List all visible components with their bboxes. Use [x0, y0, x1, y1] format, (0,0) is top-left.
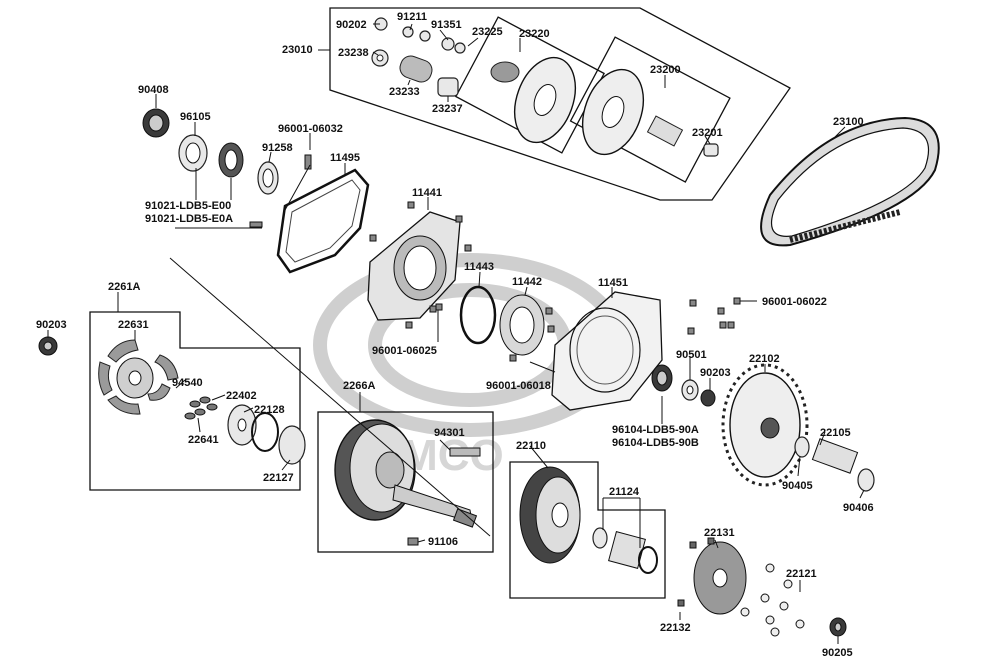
label-23100: 23100 [833, 116, 864, 128]
part-22128-plate [227, 404, 257, 446]
label-94540: 94540 [172, 377, 203, 389]
label-90405: 90405 [782, 480, 813, 492]
label-22641: 22641 [188, 434, 219, 446]
label-2266a: 2266A [343, 380, 376, 392]
label-22110: 22110 [516, 440, 546, 452]
group-box-2261a [89, 311, 301, 491]
group-box-2266a [317, 411, 494, 553]
label-22132: 22132 [660, 622, 691, 634]
part-94301-pin [449, 447, 481, 457]
clutch-group-box [329, 7, 791, 201]
label-91021-ldb5-e0a: 91021-LDB5-E0A [145, 213, 234, 225]
part-11442-cover [499, 294, 545, 356]
label-22631: 22631 [118, 319, 149, 331]
label-23200: 23200 [650, 64, 681, 76]
part-22631-clutch-shoes [98, 339, 179, 415]
part-23237 [437, 77, 459, 97]
part-22110-sheave [519, 466, 581, 564]
leader-lines [47, 23, 865, 644]
part-90205-bearing [829, 617, 847, 637]
part-22105-collar [794, 436, 875, 492]
label-96105: 96105 [180, 111, 211, 123]
label-11451: 11451 [598, 277, 628, 289]
part-90501-washer [681, 379, 699, 401]
label-90202: 90202 [336, 19, 367, 31]
label-22102: 22102 [749, 353, 780, 365]
label-90203-a: 90203 [36, 319, 67, 331]
part-22127-ring [251, 412, 279, 452]
label-11442: 11442 [512, 276, 542, 288]
part-90203-bearing-a [38, 336, 58, 356]
part-22402-weights [184, 396, 218, 420]
label-96001-06025: 96001-06025 [372, 345, 437, 357]
label-91258: 91258 [262, 142, 293, 154]
part-23233-spring [399, 55, 433, 83]
bolts-set-2 [435, 303, 555, 362]
part-22102-fan-pulley [721, 363, 809, 487]
label-22402: 22402 [226, 390, 257, 402]
group-box-22110 [509, 461, 666, 599]
part-22121-rollers [740, 563, 805, 637]
part-96104-bearing [651, 364, 673, 392]
label-90408: 90408 [138, 84, 169, 96]
label-11441: 11441 [412, 187, 442, 199]
part-roller-bearing [218, 142, 244, 178]
bolts-set-1 [369, 201, 472, 329]
bolts-set-3 [687, 297, 741, 335]
label-23237: 23237 [432, 103, 463, 115]
part-90408-bearing [142, 108, 170, 138]
label-90501: 90501 [676, 349, 707, 361]
label-23233: 23233 [389, 86, 420, 98]
part-2266a-clutch-drum [334, 419, 478, 528]
part-23200-driven-plate [581, 68, 719, 157]
part-96105-seal [178, 134, 208, 172]
label-91211: 91211 [397, 11, 427, 23]
label-22121: 22121 [786, 568, 817, 580]
label-90205: 90205 [822, 647, 853, 659]
label-23220: 23220 [519, 28, 550, 40]
part-11495-gasket [276, 168, 370, 274]
drive-belt [760, 116, 940, 247]
label-23201: 23201 [692, 127, 723, 139]
label-22128: 22128 [254, 404, 285, 416]
label-91021-ldb5-e00: 91021-LDB5-E00 [145, 200, 232, 212]
part-90203-bearing-b [700, 389, 716, 407]
part-91258-seal [257, 161, 279, 195]
label-11443: 11443 [464, 261, 494, 273]
label-96001-06032: 96001-06032 [278, 123, 343, 135]
label-90406: 90406 [843, 502, 874, 514]
label-96001-06022: 96001-06022 [762, 296, 827, 308]
part-22132-sliders [677, 537, 715, 607]
part-22131-ramp-plate [693, 541, 747, 615]
label-91351: 91351 [431, 19, 462, 31]
part-11443-gasket [459, 285, 497, 345]
label-90203-b: 90203 [700, 367, 731, 379]
label-96104-ldb5-90a: 96104-LDB5-90A [612, 424, 699, 436]
label-96001-06018: 96001-06018 [486, 380, 551, 392]
label-11495: 11495 [330, 152, 360, 164]
label-23225: 23225 [472, 26, 503, 38]
label-21124: 21124 [609, 486, 639, 498]
label-94301: 94301 [434, 427, 465, 439]
label-91106: 91106 [428, 536, 458, 548]
label-96104-ldb5-90b: 96104-LDB5-90B [612, 437, 699, 449]
part-21124-collar [592, 527, 658, 574]
label-23010: 23010 [282, 44, 313, 56]
label-22127: 22127 [263, 472, 294, 484]
label-22105: 22105 [820, 427, 851, 439]
part-23220-drive-plate [490, 56, 577, 144]
part-11441-cover [367, 211, 461, 321]
part-22127-plate [278, 425, 306, 465]
label-2261a: 2261A [108, 281, 141, 293]
part-11451-case [551, 291, 663, 411]
label-23238: 23238 [338, 47, 369, 59]
part-91106 [407, 537, 419, 546]
label-22131: 22131 [704, 527, 735, 539]
